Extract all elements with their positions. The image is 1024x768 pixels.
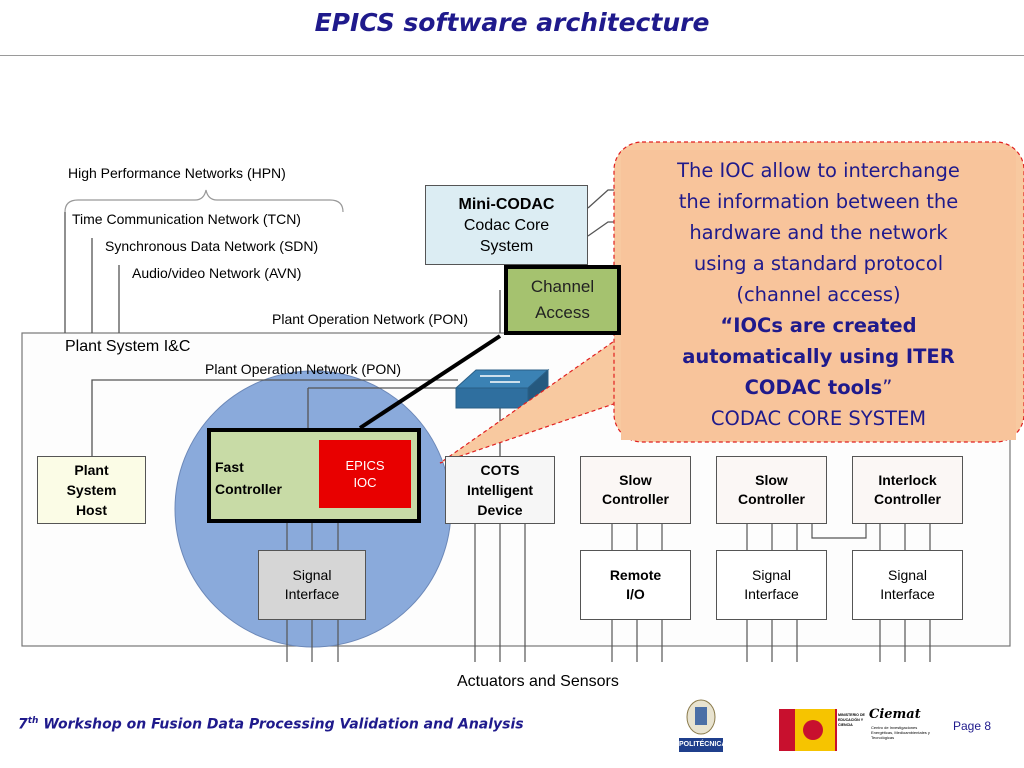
callout-line-6: CODAC CORE SYSTEM: [710, 407, 927, 430]
plant-system-host-box: Plant System Host: [37, 456, 146, 524]
si3-line2: Interface: [880, 586, 935, 602]
pon-inner-line: [91, 379, 458, 458]
cots-line3: Device: [477, 502, 523, 518]
page-number: Page 8: [953, 719, 992, 733]
cots-line1: COTS: [480, 462, 520, 478]
channel-access-box: Channel Access: [504, 265, 621, 335]
slow-controller-1-box: Slow Controller: [580, 456, 691, 524]
upm-logo: POLITÉCNICA: [676, 697, 726, 755]
remote-io-box: Remote I/O: [580, 550, 691, 620]
interlock-line1: Interlock: [878, 472, 937, 488]
upm-logo-text: POLITÉCNICA: [679, 741, 727, 748]
slow2-line1: Slow: [755, 472, 788, 488]
mini-codac-line2: System: [479, 237, 534, 255]
hpn-label: High Performance Networks (HPN): [68, 165, 286, 181]
callout-line-2: the information between the: [678, 190, 959, 213]
channel-access-line1: Channel: [530, 277, 595, 296]
pon-inner-label: Plant Operation Network (PON): [205, 361, 402, 377]
tcn-label: Time Communication Network (TCN): [72, 211, 301, 227]
mini-codac-line1: Codac Core: [463, 216, 550, 234]
callout-bold-3-text: CODAC tools: [744, 376, 883, 399]
footer-workshop-title: 7th Workshop on Fusion Data Processing V…: [18, 716, 524, 733]
psh-line1: Plant: [74, 462, 109, 478]
si2-line1: Signal: [752, 567, 791, 583]
si1-line2: Interface: [284, 586, 340, 602]
footer-rest: Workshop on Fusion Data Processing Valid…: [38, 716, 524, 733]
plant-system-label: Plant System I&C: [65, 338, 191, 355]
slow-controller-2-box: Slow Controller: [716, 456, 827, 524]
epics-ioc-line1: EPICS: [345, 458, 385, 473]
avn-label: Audio/video Network (AVN): [132, 265, 302, 281]
footer-sup: th: [27, 716, 39, 726]
si3-line1: Signal: [888, 567, 927, 583]
callout-line-1: The IOC allow to interchange: [677, 159, 960, 182]
signal-interface-3-box: Signal Interface: [852, 550, 963, 620]
sdn-label: Synchronous Data Network (SDN): [105, 238, 319, 254]
mini-codac-title: Mini-CODAC: [458, 195, 555, 213]
callout-bubble-fill: [621, 150, 1016, 440]
psh-line2: System: [66, 482, 117, 498]
psh-line3: Host: [75, 502, 108, 518]
si1-line1: Signal: [292, 567, 332, 583]
callout-line-3: hardware and the network: [689, 221, 948, 244]
slow1-line2: Controller: [602, 491, 669, 507]
cots-line2: Intelligent: [466, 482, 534, 498]
signal-interface-1-box: Signal Interface: [258, 550, 366, 620]
callout-line-4: using a standard protocol: [693, 252, 944, 275]
hpn-brace: [64, 189, 344, 213]
ministry-flag-icon: [779, 709, 837, 751]
mini-codac-box: Mini-CODAC Codac Core System: [425, 185, 588, 265]
callout-line-5: (channel access): [736, 283, 901, 306]
ciemat-logo-subtext: Centro de Investigaciones Energéticas, M…: [871, 725, 930, 740]
ministry-logo-text: MINISTERIO DE EDUCACIÓN Y CIENCIA: [838, 713, 865, 727]
rio-line1: Remote: [609, 567, 662, 583]
callout-quote-close: ”: [882, 376, 893, 399]
fast-controller-box: Fast Controller EPICS IOC: [207, 428, 421, 523]
title-divider: [0, 55, 1024, 56]
upm-crest-icon: [679, 699, 723, 752]
fast-controller-line2: Controller: [215, 481, 282, 497]
channel-access-link: [358, 334, 502, 430]
pon-top-label: Plant Operation Network (PON): [272, 311, 469, 327]
network-switch-icon: [454, 368, 550, 410]
callout-bold-1: “IOCs are created: [621, 310, 1016, 341]
callout-quote-open: “: [720, 314, 734, 337]
callout-text: The IOC allow to interchange the informa…: [621, 155, 1016, 434]
signal-interface-2-box: Signal Interface: [716, 550, 827, 620]
rio-line2: I/O: [626, 586, 645, 602]
page-title: EPICS software architecture: [314, 8, 710, 37]
interlock-line2: Controller: [874, 491, 941, 507]
ciemat-logo-text: Ciemat: [869, 707, 921, 722]
fast-controller-label: Fast Controller: [215, 456, 282, 500]
fast-controller-line1: Fast: [215, 459, 244, 475]
epics-ioc-box: EPICS IOC: [319, 440, 411, 508]
ciemat-logo: MINISTERIO DE EDUCACIÓN Y CIENCIA Ciemat…: [779, 707, 939, 751]
epics-ioc-line2: IOC: [353, 475, 377, 490]
slow2-line2: Controller: [738, 491, 805, 507]
callout-bold-3: CODAC tools”: [621, 372, 1016, 403]
actuators-label: Actuators and Sensors: [457, 673, 619, 690]
footer-num: 7: [18, 716, 28, 733]
si2-line2: Interface: [744, 586, 799, 602]
callout-bold-2: automatically using ITER: [682, 345, 955, 368]
interlock-controller-box: Interlock Controller: [852, 456, 963, 524]
callout-bold-1-text: IOCs are created: [733, 314, 917, 337]
slow1-line1: Slow: [619, 472, 652, 488]
cots-device-box: COTS Intelligent Device: [445, 456, 555, 524]
channel-access-line2: Access: [535, 303, 590, 322]
